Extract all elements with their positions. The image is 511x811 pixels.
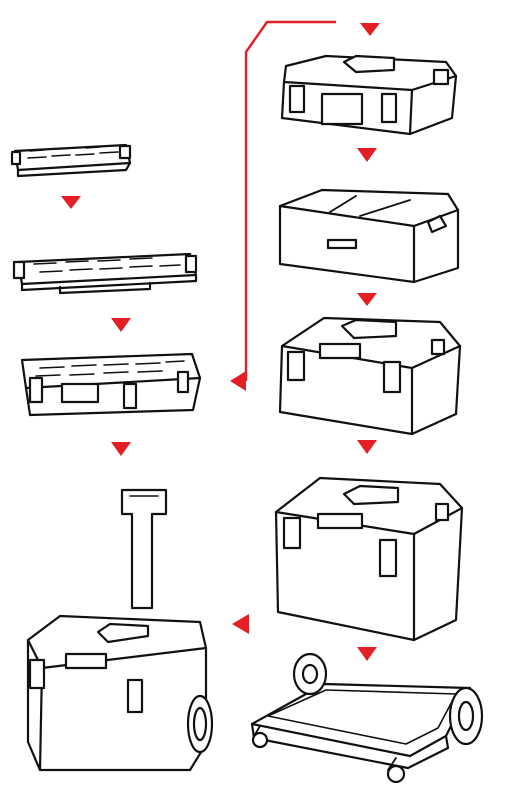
toolbox-large [274, 476, 464, 642]
organizer-small [10, 143, 132, 178]
arrow-down-1 [61, 196, 81, 209]
arrow-down-7 [357, 440, 377, 454]
organizer-medium [12, 252, 198, 295]
arrow-down-4 [360, 23, 380, 36]
toolbox-tray [278, 188, 460, 284]
arrow-left-9 [232, 614, 249, 634]
arrow-down-6 [357, 293, 377, 306]
toolbox-top [280, 54, 458, 136]
arrow-down-2 [111, 318, 131, 332]
connector-line [244, 20, 336, 381]
arrow-left-10 [230, 371, 246, 391]
arrow-down-3 [111, 442, 131, 456]
arrow-down-8 [357, 647, 377, 661]
wheeled-platform [250, 652, 484, 784]
arrow-down-5 [357, 148, 377, 162]
toolbox-medium [278, 316, 462, 436]
trolley-box [26, 488, 214, 772]
organizer-large [20, 352, 202, 417]
